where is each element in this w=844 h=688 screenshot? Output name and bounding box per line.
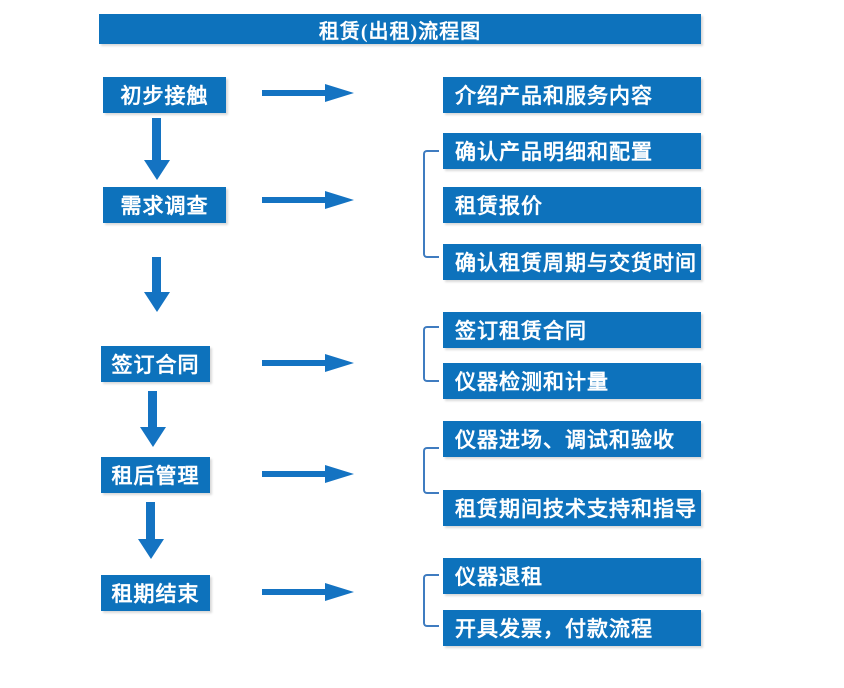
detail-box: 确认租赁周期与交货时间 xyxy=(443,244,701,280)
stage-box-rental-end: 租期结束 xyxy=(101,575,210,611)
bracket-connector xyxy=(423,574,439,627)
detail-box: 确认产品明细和配置 xyxy=(443,133,701,169)
detail-box: 仪器检测和计量 xyxy=(443,363,701,399)
detail-box: 租赁期间技术支持和指导 xyxy=(443,490,701,526)
bracket-connector xyxy=(423,150,439,258)
stage-box-demand-survey: 需求调查 xyxy=(103,187,226,223)
right-arrow-icon xyxy=(262,465,354,483)
page-title: 租赁(出租)流程图 xyxy=(318,20,482,43)
down-arrow-icon xyxy=(140,391,166,447)
right-arrow-icon xyxy=(262,354,354,372)
stage-box-initial-contact: 初步接触 xyxy=(103,77,226,113)
right-arrow-icon xyxy=(262,583,354,601)
bracket-connector xyxy=(423,447,439,494)
down-arrow-icon xyxy=(144,118,170,180)
right-arrow-icon xyxy=(262,191,354,209)
stage-box-sign-contract: 签订合同 xyxy=(101,346,210,382)
detail-box: 签订租赁合同 xyxy=(443,312,701,348)
detail-box: 仪器退租 xyxy=(443,558,701,594)
detail-box: 介绍产品和服务内容 xyxy=(443,77,701,113)
bracket-connector xyxy=(423,326,439,382)
detail-box: 租赁报价 xyxy=(443,187,701,223)
detail-box: 仪器进场、调试和验收 xyxy=(443,421,701,457)
detail-box: 开具发票，付款流程 xyxy=(443,610,701,646)
down-arrow-icon xyxy=(138,502,164,559)
stage-box-post-rental-management: 租后管理 xyxy=(101,457,210,493)
down-arrow-icon xyxy=(144,257,170,312)
right-arrow-icon xyxy=(262,84,354,102)
title-bar: 租赁(出租)流程图 xyxy=(99,14,701,44)
